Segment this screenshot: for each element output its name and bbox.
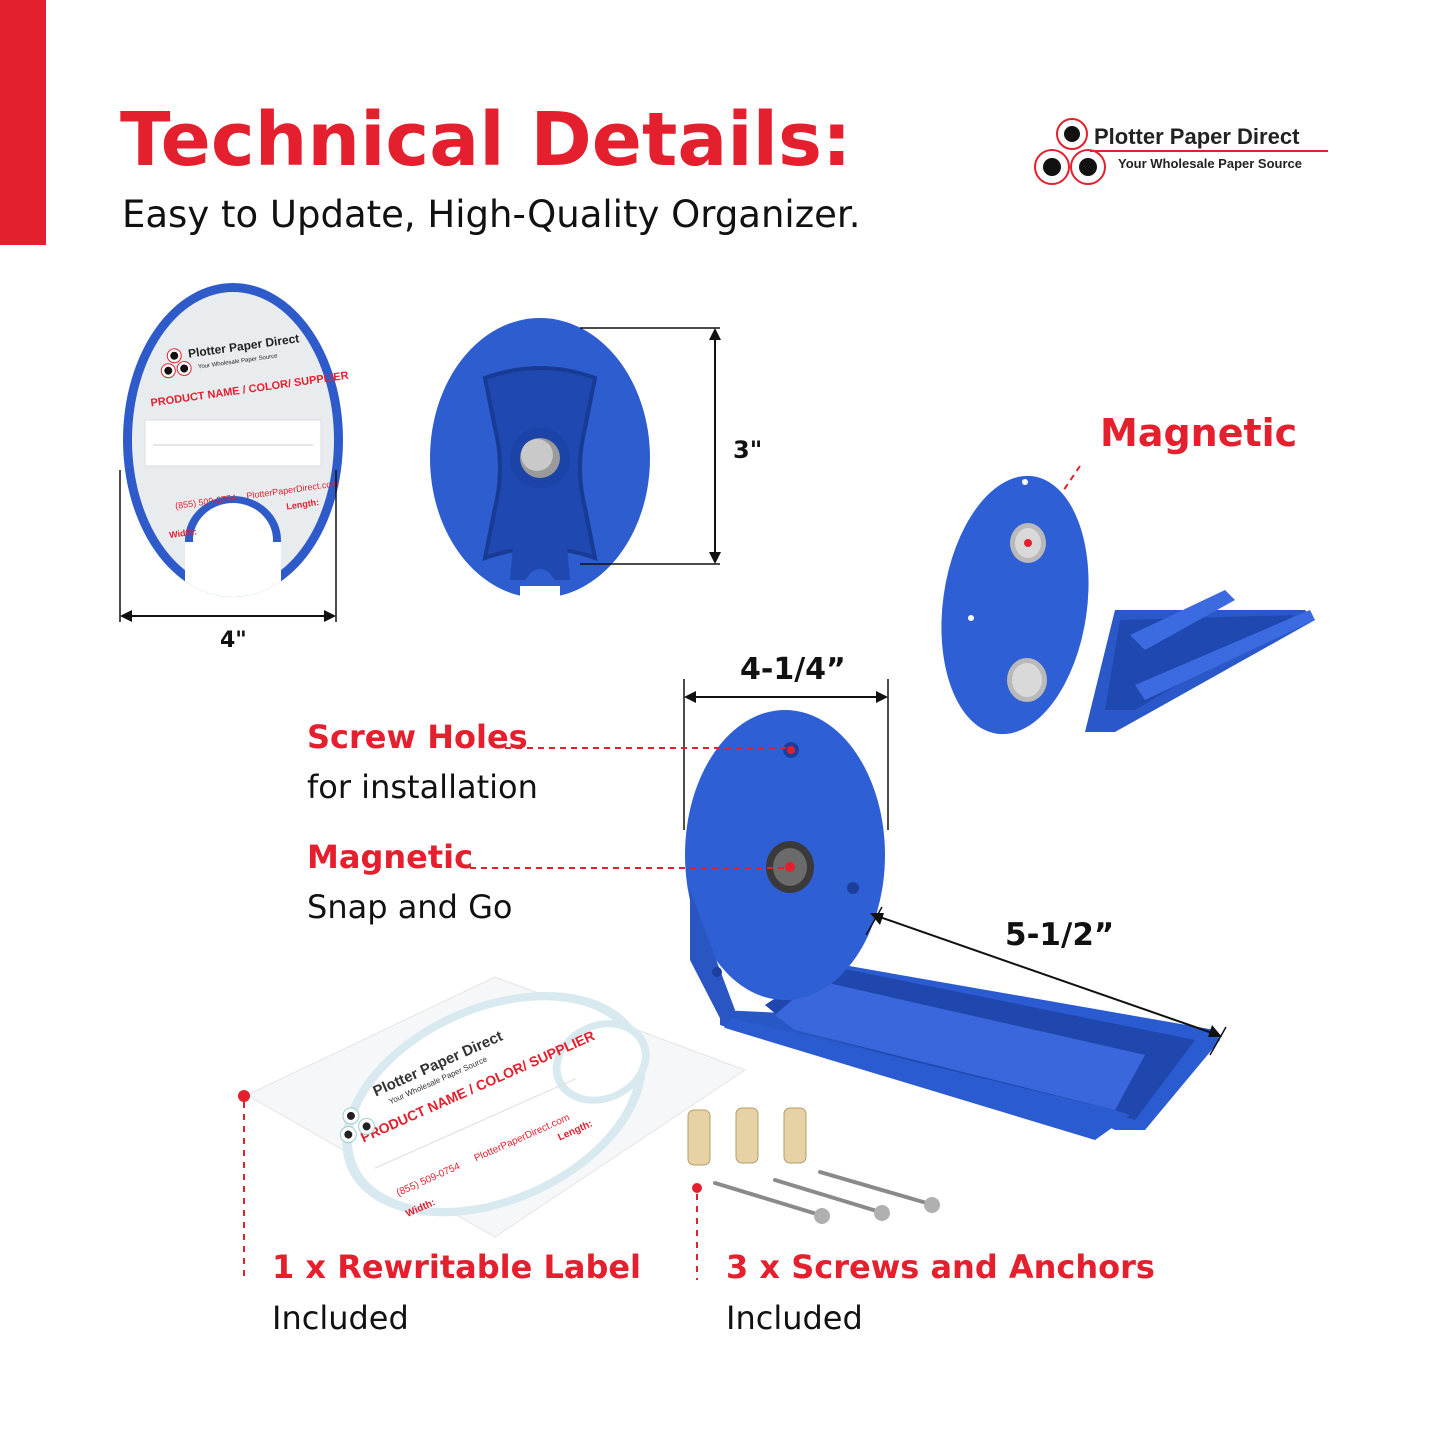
magnetic-label: Magnetic (307, 838, 474, 876)
holder-back-illustration (430, 318, 650, 608)
magnetic-leader (470, 867, 790, 869)
screws-anchors-illustration (687, 1107, 940, 1224)
screws-included-title: 3 x Screws and Anchors (726, 1248, 1155, 1286)
holder-angled-illustration (941, 475, 1315, 735)
page-subtitle: Easy to Update, High-Quality Organizer. (122, 193, 861, 236)
brand-rule (1090, 150, 1328, 152)
label-sheet-illustration: Plotter Paper Direct Your Wholesale Pape… (245, 976, 747, 1238)
three-rolls-logo-icon (1034, 118, 1106, 185)
brand-tagline: Your Wholesale Paper Source (1118, 156, 1302, 171)
card-length-label: Length: (286, 497, 320, 511)
label-included-title: 1 x Rewritable Label (272, 1248, 642, 1286)
card-width-label: Width: (168, 526, 197, 540)
accent-bar (0, 0, 46, 245)
label-included-leader (238, 1090, 250, 1278)
holder-height-dimension (580, 327, 721, 565)
magnetic-top-label: Magnetic (1100, 411, 1298, 455)
holder-width-dimension (683, 679, 889, 830)
label-card-illustration: Plotter Paper Direct Your Wholesale Pape… (123, 283, 349, 597)
label-width-text: 4" (220, 628, 247, 653)
rail-length-dimension (865, 906, 1227, 1056)
magnetic-sublabel: Snap and Go (307, 888, 513, 926)
label-included-sublabel: Included (272, 1299, 409, 1337)
holder-height-text: 3" (733, 436, 763, 464)
page-title: Technical Details: (120, 97, 852, 183)
screws-included-leader (692, 1183, 702, 1280)
brand-name: Plotter Paper Direct (1094, 124, 1300, 149)
holder-width-text: 4-1/4” (740, 652, 846, 687)
screw-holes-leader (505, 747, 791, 749)
label-width-dimension (119, 470, 337, 622)
screw-holes-sublabel: for installation (307, 768, 538, 806)
screw-holes-label: Screw Holes (307, 718, 528, 756)
screws-included-sublabel: Included (726, 1299, 863, 1337)
rail-length-text: 5-1/2” (1005, 917, 1115, 953)
holder-main-illustration (685, 710, 1220, 1140)
